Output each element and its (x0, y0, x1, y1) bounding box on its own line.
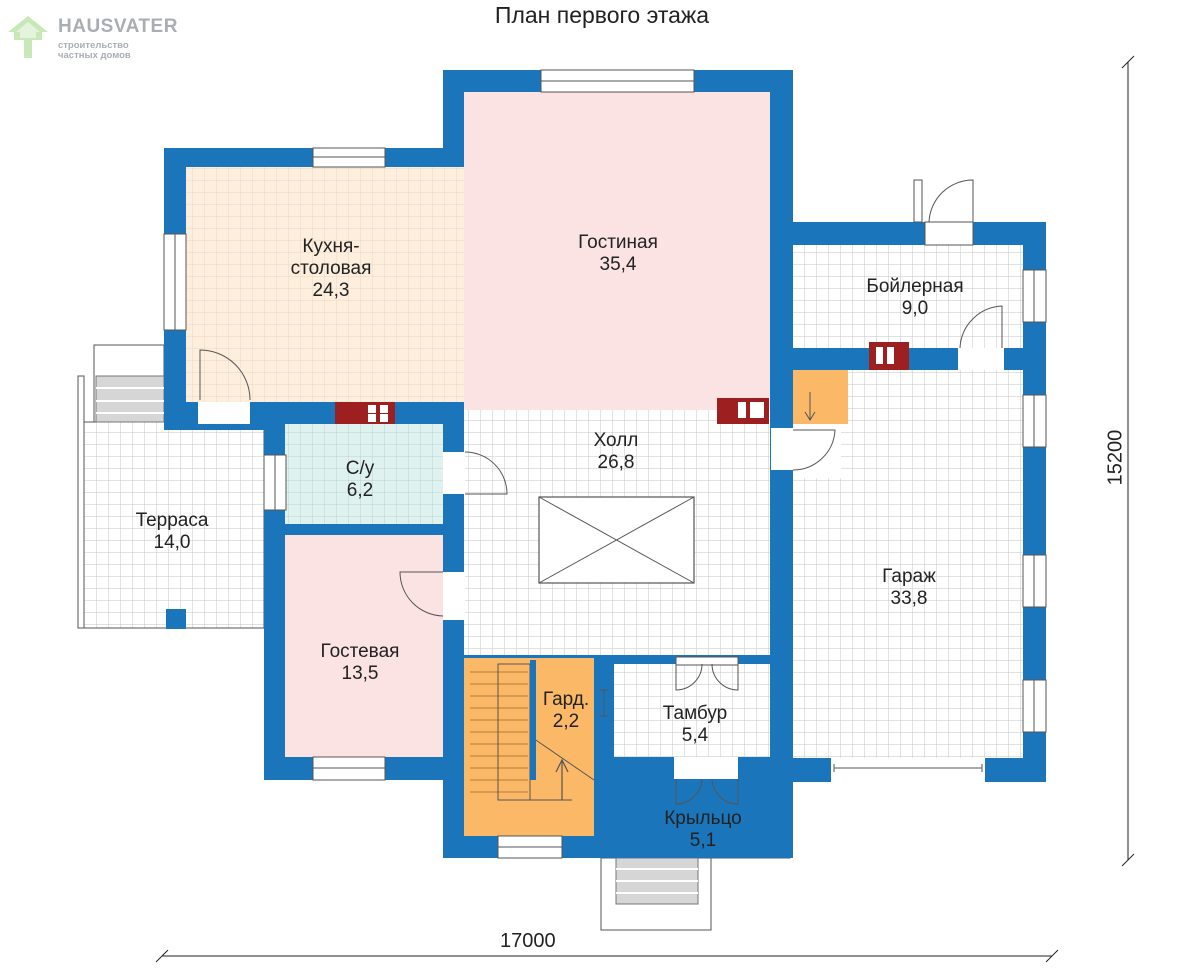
room-name: Гард. (542, 689, 590, 710)
living-floor (464, 92, 770, 410)
room-name: Гараж (882, 566, 936, 587)
room-label-vestibule: Тамбур 5,4 (645, 703, 745, 747)
room-area: 35,4 (599, 254, 637, 275)
room-name: Холл (593, 430, 639, 451)
height-dimension: 15200 (1104, 429, 1127, 486)
room-label-terrace: Терраса 14,0 (112, 510, 232, 554)
room-area: 33,8 (890, 588, 928, 609)
room-name: Тамбур (662, 703, 728, 724)
room-name: Кухня- столовая (290, 236, 372, 279)
room-label-living: Гостиная 35,4 (553, 232, 683, 276)
room-area: 13,5 (341, 663, 379, 684)
room-name: Гостевая (320, 641, 400, 662)
room-area: 5,4 (681, 725, 709, 746)
room-label-wardrobe: Гард. 2,2 (534, 689, 598, 733)
room-area: 24,3 (312, 280, 350, 301)
room-label-bathroom: С/у 6,2 (320, 458, 400, 502)
room-label-guest: Гостевая 13,5 (300, 641, 420, 685)
logo-line1: строительство (58, 40, 129, 51)
company-logo: HAUSVATER строительство частных домов (8, 14, 208, 64)
room-name: С/у (345, 458, 375, 479)
room-name: Гостиная (578, 232, 658, 253)
room-area: 6,2 (346, 480, 374, 501)
staircase (464, 658, 594, 836)
room-area: 2,2 (552, 711, 580, 732)
room-name: Терраса (135, 510, 209, 531)
room-name: Крыльцо (664, 808, 742, 829)
logo-line2: частных домов (58, 50, 131, 61)
doors (198, 179, 1004, 805)
garage-stairs (793, 370, 848, 424)
room-label-porch: Крыльцо 5,1 (644, 808, 762, 852)
room-name: Бойлерная (866, 276, 964, 297)
logo-name: HAUSVATER (58, 16, 178, 37)
terrace-area (77, 344, 265, 629)
stair-opening (538, 496, 695, 584)
plan-title: План первого этажа (494, 2, 710, 28)
room-area: 14,0 (153, 532, 191, 553)
room-label-kitchen: Кухня- столовая 24,3 (276, 236, 386, 302)
room-area: 9,0 (901, 298, 929, 319)
utility-blocks (335, 342, 909, 424)
room-label-garage: Гараж 33,8 (859, 566, 959, 610)
room-label-hall: Холл 26,8 (566, 430, 666, 474)
room-label-boiler: Бойлерная 9,0 (850, 276, 980, 320)
dimension-lines (155, 55, 1135, 963)
width-dimension: 17000 (500, 930, 556, 952)
house-logo-icon (8, 16, 48, 58)
room-area: 26,8 (597, 452, 635, 473)
room-area: 5,1 (689, 830, 717, 851)
